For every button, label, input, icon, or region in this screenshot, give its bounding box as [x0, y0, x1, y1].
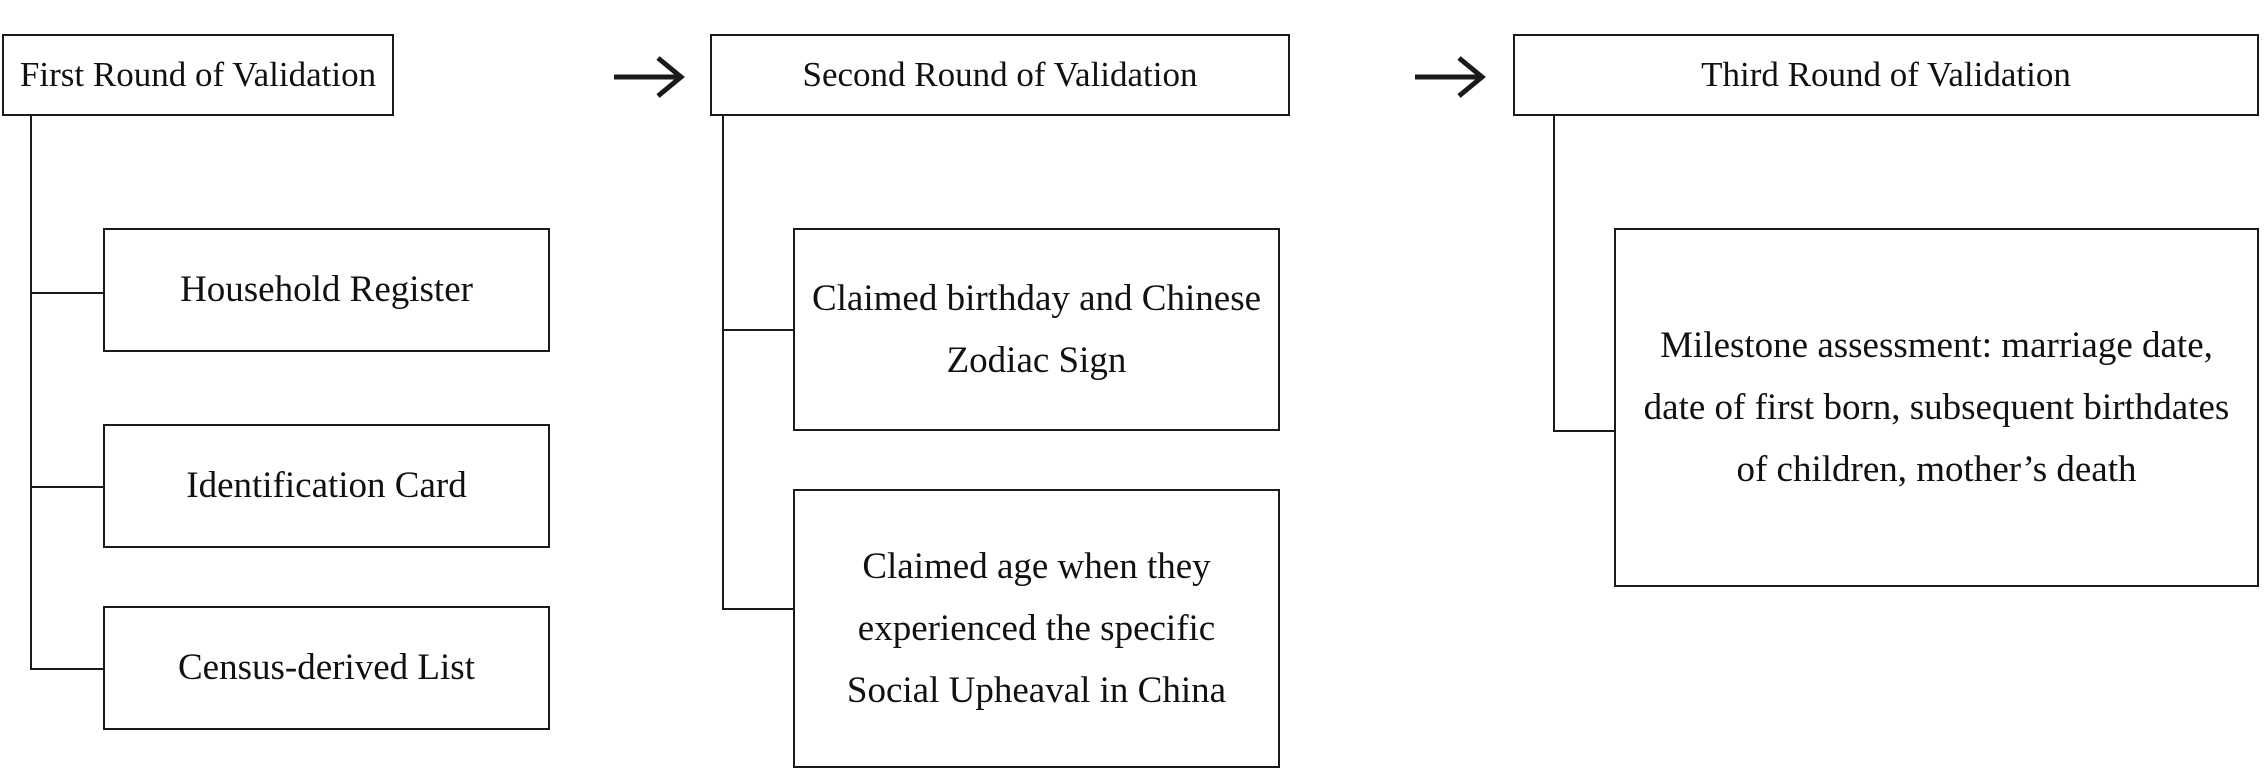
stage-3-item-milestone-assessment: Milestone assessment: marriage date, dat… [1614, 228, 2259, 587]
stage-3-connector [1553, 116, 1555, 432]
stage-1-item-household-register: Household Register [103, 228, 550, 352]
stage-1-branch-1 [30, 292, 103, 294]
stage-3-branch-1 [1553, 430, 1614, 432]
stage-3-title: Third Round of Validation [1513, 34, 2259, 116]
stage-2-item-birthday-zodiac: Claimed birthday and Chinese Zodiac Sign [793, 228, 1280, 431]
stage-1-branch-3 [30, 668, 103, 670]
stage-2-item-social-upheaval: Claimed age when they experienced the sp… [793, 489, 1280, 768]
stage-1-connector [30, 116, 32, 670]
stage-2-title: Second Round of Validation [710, 34, 1290, 116]
stage-2-branch-1 [722, 329, 793, 331]
stage-2-connector [722, 116, 724, 610]
stage-1-title: First Round of Validation [2, 34, 394, 116]
arrow-right-icon [1415, 56, 1486, 98]
stage-1-branch-2 [30, 486, 103, 488]
stage-1-item-census-derived-list: Census-derived List [103, 606, 550, 730]
arrow-right-icon [614, 56, 685, 98]
stage-2-branch-2 [722, 608, 793, 610]
stage-1-item-identification-card: Identification Card [103, 424, 550, 548]
